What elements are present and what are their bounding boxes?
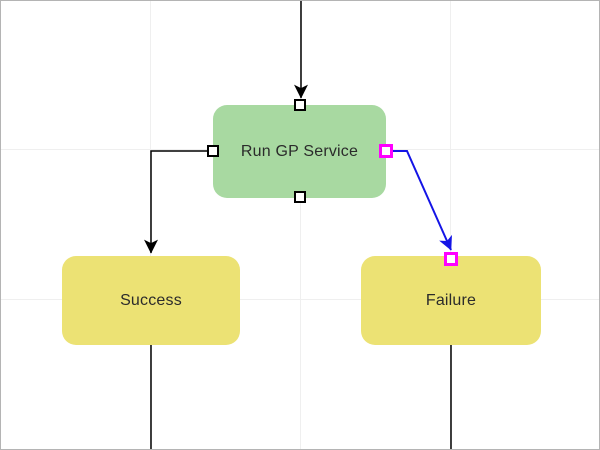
connector-run-to-failure-selected[interactable] xyxy=(393,150,452,251)
anchor-run-right-selected[interactable] xyxy=(379,144,393,158)
node-failure[interactable]: Failure xyxy=(361,256,541,345)
anchor-run-left[interactable] xyxy=(207,145,219,157)
grid-line-vertical xyxy=(450,1,451,449)
node-run-gp-service-label: Run GP Service xyxy=(240,142,359,160)
anchor-run-top[interactable] xyxy=(294,99,306,111)
anchor-run-bottom[interactable] xyxy=(294,191,306,203)
anchor-failure-top-selected[interactable] xyxy=(444,252,458,266)
node-failure-label: Failure xyxy=(425,291,477,309)
node-success-label: Success xyxy=(120,291,182,309)
connector-run-to-success[interactable] xyxy=(144,150,207,254)
node-run-gp-service[interactable]: Run GP Service xyxy=(213,105,386,198)
grid-line-horizontal xyxy=(1,299,599,300)
grid-line-vertical xyxy=(300,1,301,449)
node-success[interactable]: Success xyxy=(62,256,240,345)
